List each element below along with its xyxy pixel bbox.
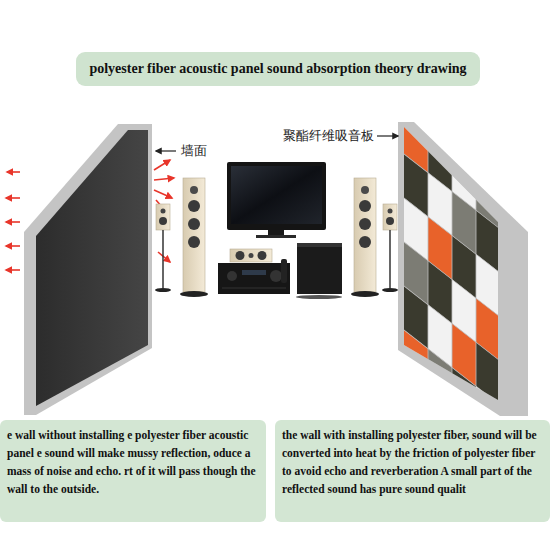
title-band: polyester fiber acoustic panel sound abs… (76, 52, 480, 86)
av-receiver-part (242, 270, 266, 275)
av-receiver-part (227, 271, 237, 281)
wall-label: 墙面 (180, 143, 208, 160)
transmitted-sound-arrows (6, 172, 20, 270)
panel-wall-part-part-part-part (427, 119, 428, 409)
subwoofer-part (296, 295, 342, 299)
subwoofer-part (297, 243, 342, 294)
tower-speaker-right-part (359, 200, 371, 212)
surround-speaker-left-part (162, 230, 164, 288)
tower-speaker-right-part (351, 291, 379, 297)
subwoofer-part (297, 243, 342, 247)
center-speaker-part (236, 251, 245, 260)
remote-control-part (281, 259, 287, 283)
bare-wall-part (24, 124, 152, 415)
transmitted-sound-arrows-part (6, 245, 20, 247)
panel-wall-part-part-part (476, 342, 506, 409)
transmitted-sound-arrows-part (6, 221, 20, 223)
surround-speaker-left-part (159, 217, 167, 225)
center-speaker-part (249, 253, 254, 258)
transmitted-sound-arrows-part (7, 171, 20, 173)
surround-speaker-left-part (156, 204, 170, 230)
television (227, 162, 326, 238)
tower-speaker-right-part (359, 218, 371, 230)
center-speaker (230, 249, 272, 262)
transmitted-sound-arrows-part (6, 269, 20, 271)
reflection-arrows-part (158, 252, 170, 262)
surround-speaker-right-part (388, 209, 393, 214)
tower-speaker-left-part (188, 236, 200, 248)
surround-speaker-left (155, 204, 171, 292)
remote-control (281, 259, 287, 283)
leader-lines-part (156, 150, 176, 151)
panel-text: e wall without installing e polyester fi… (0, 420, 266, 504)
surround-speaker-right-part (386, 217, 394, 225)
bare-wall (24, 124, 152, 415)
surround-speaker-right (382, 204, 398, 292)
reflection-arrows-part (154, 178, 174, 180)
tower-speaker-right-part (361, 186, 369, 194)
av-receiver-part (270, 270, 282, 282)
text-panel: e wall without installing e polyester fi… (0, 420, 266, 522)
center-speaker-part (258, 251, 267, 260)
surround-speaker-right-part (383, 204, 397, 230)
bare-wall-part (36, 130, 148, 406)
surround-speaker-right-part (382, 288, 398, 292)
tower-speaker-left-part (188, 200, 200, 212)
panel-text: the wall with installing polyester fiber… (275, 420, 550, 504)
tower-speaker-left-part (183, 178, 205, 292)
tower-speaker-left-part (180, 291, 208, 297)
panel-wall-part-part-part-part (404, 286, 514, 372)
surround-speaker-left-part (155, 288, 171, 292)
panel-wall-part-part-part-part (475, 156, 476, 446)
av-receiver-part (218, 263, 290, 294)
tower-speaker-right-part (359, 236, 371, 248)
panel-wall-part-part-part-part (404, 242, 514, 328)
av-receiver (218, 263, 290, 294)
surround-speaker-left-part (161, 209, 166, 214)
av-receiver-part (222, 288, 286, 289)
panel-wall-part-part-part-part (404, 154, 514, 240)
text-panel: the wall with installing polyester fiber… (275, 420, 550, 522)
panel-wall-part-part-part-part (451, 137, 452, 427)
television-part (268, 230, 284, 235)
center-speaker-part (230, 249, 272, 262)
television-part (227, 162, 326, 230)
tower-speaker-right-part (354, 178, 376, 292)
television-part (256, 235, 296, 238)
reflection-arrows-part (154, 160, 170, 170)
tower-speaker-left (180, 178, 208, 297)
surround-speaker-right-part (389, 230, 391, 288)
wall-label: 聚酯纤维吸音板 (282, 128, 375, 145)
panel-wall-part-part-part-part (404, 198, 514, 284)
tower-speaker-left-part (188, 218, 200, 230)
reflection-arrows (154, 160, 174, 262)
panel-wall-part-part-part-part (404, 330, 514, 416)
title-text: polyester fiber acoustic panel sound abs… (89, 61, 466, 77)
transmitted-sound-arrows-part (6, 197, 20, 199)
tower-speaker-left-part (190, 186, 198, 194)
television-part (231, 166, 322, 224)
subwoofer (296, 243, 342, 299)
tower-speaker-right (351, 178, 379, 297)
reflection-arrows-part (154, 190, 172, 198)
leader-lines-part (377, 135, 398, 136)
panel-wall-part (398, 122, 528, 416)
